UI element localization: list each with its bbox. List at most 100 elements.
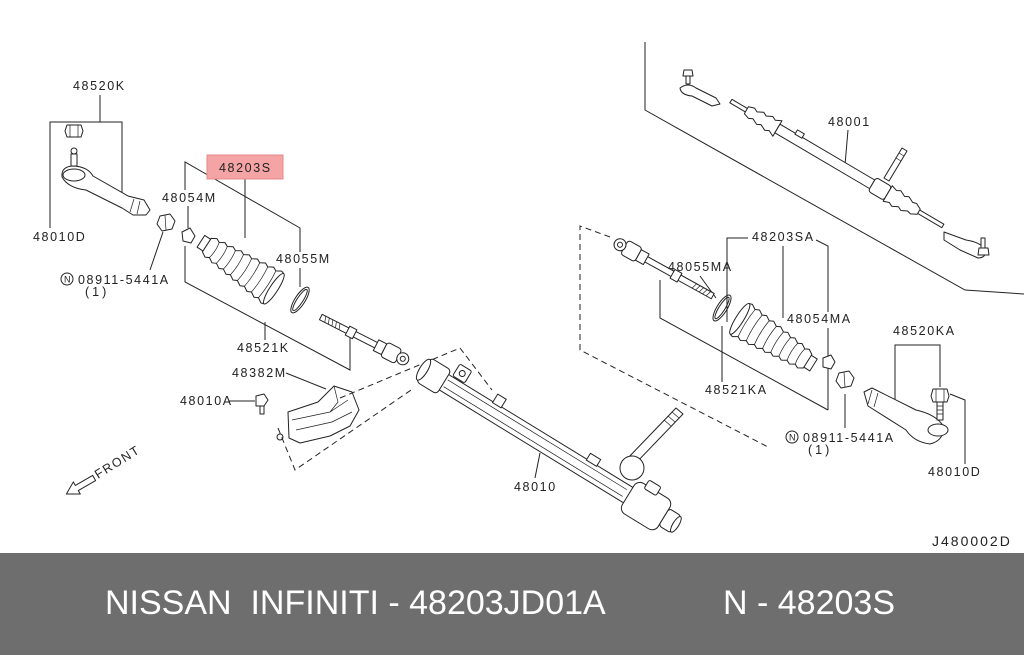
label-boot-band-left: 48055M bbox=[276, 252, 331, 266]
bolt-head bbox=[255, 393, 269, 407]
stud bbox=[70, 153, 78, 167]
nut-right-facets bbox=[935, 389, 945, 402]
housing-tube-lines bbox=[443, 379, 628, 497]
hex-nut-right bbox=[835, 370, 855, 389]
label-nut-qty-left: (1) bbox=[85, 285, 109, 299]
bolt-shank bbox=[259, 405, 265, 415]
steering-gear-diagram: FRONT bbox=[33, 42, 1024, 549]
housing-left-opening bbox=[415, 358, 432, 381]
boot-ribs-right bbox=[737, 309, 806, 365]
label-shield-bolt: 48010A bbox=[180, 394, 233, 408]
bracket-inner-socket-right bbox=[659, 280, 829, 411]
steering-gear-housing bbox=[415, 358, 682, 533]
top-boot-right bbox=[882, 185, 921, 215]
highlight-box bbox=[206, 154, 284, 180]
boot-ribs bbox=[209, 242, 277, 298]
label-heat-shield: 48382M bbox=[232, 366, 287, 380]
tie-rod-end-nut-left-part bbox=[64, 124, 84, 138]
leader-tie-rod-end-nut-left bbox=[99, 95, 123, 194]
top-rack-body bbox=[729, 98, 945, 229]
gearbox-boss bbox=[644, 480, 661, 496]
ball-joint-core bbox=[399, 355, 406, 362]
band-inner-right bbox=[714, 296, 730, 320]
front-arrow-icon bbox=[65, 474, 97, 495]
ball-socket bbox=[62, 168, 86, 182]
stud-tip bbox=[70, 147, 78, 155]
top-mount-tab bbox=[794, 129, 805, 139]
rod-thread-right bbox=[691, 283, 711, 297]
top-tie-rod-stud-left bbox=[685, 75, 691, 85]
label-boot-clip-left: 48054M bbox=[162, 191, 217, 205]
leader-gear-housing bbox=[534, 452, 541, 479]
label-tie-rod-end-nut-right: 48520KA bbox=[893, 324, 956, 338]
bracket-tie-rod-end-nut-right bbox=[894, 344, 941, 412]
label-inner-socket-right: 48521KA bbox=[705, 383, 768, 397]
nut-facets bbox=[69, 125, 79, 137]
rack-assembly-complete bbox=[679, 69, 990, 259]
label-gear-housing: 48010 bbox=[514, 480, 557, 494]
mount-tab bbox=[491, 393, 507, 409]
mount-hole-left bbox=[458, 370, 466, 378]
label-boot-kit-right: 48203SA bbox=[752, 230, 815, 244]
top-tie-rod-nut-right bbox=[977, 247, 990, 256]
nissan-part-number: N - 48203S bbox=[723, 584, 895, 622]
label-boot-kit[interactable]: 48203S bbox=[219, 161, 272, 175]
front-arrow bbox=[65, 474, 97, 495]
band-outer bbox=[290, 286, 310, 314]
tie-rod-end-right bbox=[863, 387, 950, 445]
label-nut-left: 08911-5441A bbox=[78, 273, 170, 287]
leader-nut-left bbox=[149, 231, 164, 271]
ball-socket-right bbox=[927, 423, 949, 437]
tie-rod-end-body-right bbox=[863, 387, 944, 445]
label-rack-assembly: 48001 bbox=[828, 115, 871, 129]
diagram-code: J480002D bbox=[932, 533, 1012, 549]
label-tie-rod-end-nut-left: 48520K bbox=[73, 79, 126, 93]
thread-lines-right bbox=[867, 389, 879, 408]
label-tie-rod-end-left: 48010D bbox=[33, 230, 86, 244]
bracket-tie-rod-end-left bbox=[49, 121, 100, 228]
tie-rod-end-left bbox=[61, 124, 151, 216]
inner-tie-rod-right bbox=[613, 238, 715, 300]
rod-collar bbox=[344, 325, 358, 340]
leader-heat-shield bbox=[285, 372, 327, 390]
shield-folds bbox=[291, 385, 353, 431]
bracket-inner-socket-left bbox=[184, 246, 351, 371]
boot-end bbox=[263, 272, 285, 305]
hex-nut-facet bbox=[164, 214, 167, 231]
label-nut-qty-right: (1) bbox=[808, 443, 832, 457]
nut-symbol-left: N bbox=[64, 275, 71, 285]
front-marker: FRONT bbox=[92, 443, 143, 482]
bracket-boot-kit-right-top bbox=[815, 239, 829, 312]
pinion-splines bbox=[663, 411, 680, 427]
boot-band-right bbox=[712, 294, 732, 322]
pinion-shaft bbox=[619, 407, 684, 481]
nut-standard-part-symbol-right bbox=[785, 430, 799, 444]
inner-tie-rod-left bbox=[318, 313, 410, 366]
steering-boot-right bbox=[729, 302, 818, 372]
top-pinion-shaft bbox=[883, 147, 908, 182]
dashed-enclosure-left bbox=[277, 347, 493, 471]
gearbox-end-opening bbox=[670, 516, 682, 533]
band-outer-right bbox=[712, 294, 732, 322]
nut-standard-part-symbol-left bbox=[60, 272, 74, 286]
shield-mount-hole bbox=[276, 433, 284, 441]
label-nut-right: 08911-5441A bbox=[803, 431, 895, 445]
shield-body bbox=[287, 385, 360, 444]
part-number-banner: NISSAN INFINITI - 48203JD01A N - 48203S bbox=[0, 553, 1024, 655]
stud-right-thread bbox=[937, 405, 943, 415]
hex-nut-right-facet bbox=[843, 371, 846, 388]
boot-clip-left bbox=[181, 227, 196, 244]
pinion-housing bbox=[619, 455, 645, 481]
top-pinion-splines bbox=[895, 152, 905, 162]
boot-end-right bbox=[729, 302, 751, 335]
front-marker-label: FRONT bbox=[92, 443, 143, 482]
tie-rod-end-nut-right-part bbox=[930, 388, 950, 403]
boot-band-left bbox=[290, 286, 310, 314]
top-tie-rod-end-left bbox=[679, 84, 721, 107]
dashed-enclosure-right bbox=[579, 225, 771, 449]
oem-part-number: NISSAN INFINITI - 48203JD01A bbox=[105, 584, 606, 622]
bracket-rack-assembly bbox=[644, 42, 1024, 295]
boot-clip-right bbox=[822, 354, 836, 370]
leader-tie-rod-end-right bbox=[949, 393, 966, 464]
